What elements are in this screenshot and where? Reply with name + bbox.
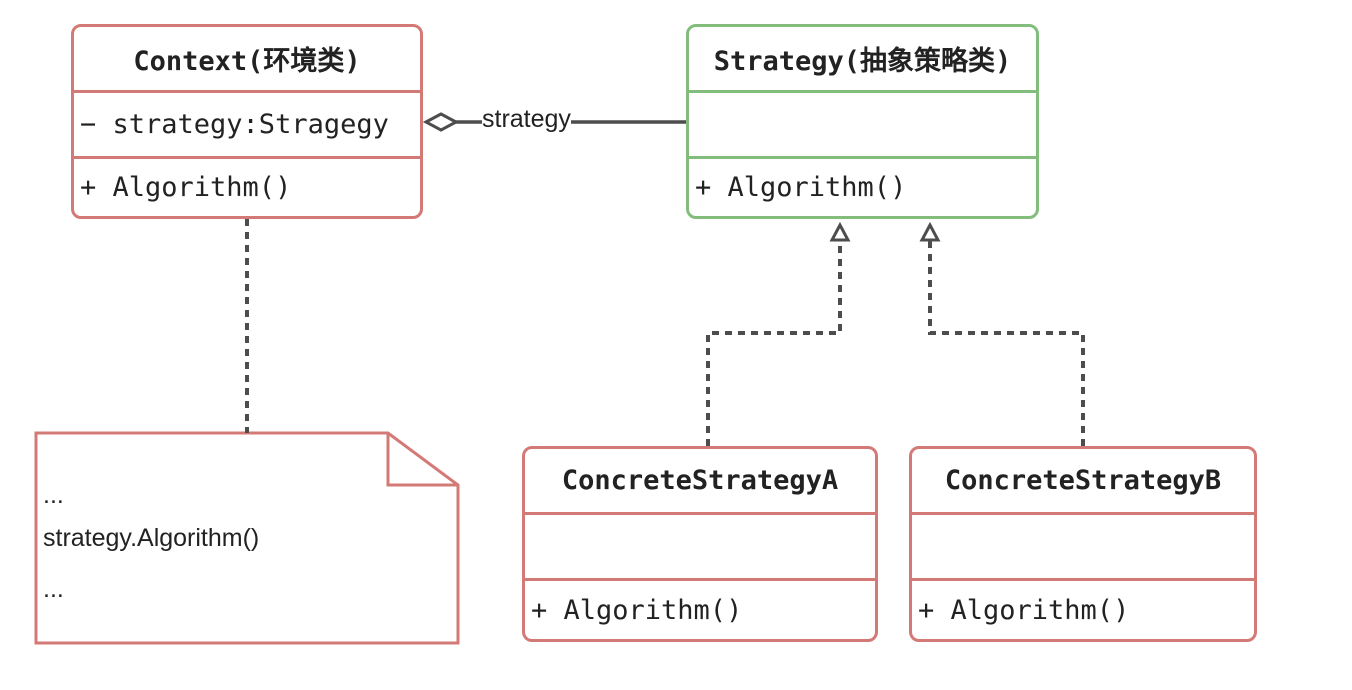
realization-arrow-a-icon xyxy=(829,221,851,242)
note-line-2: strategy.Algorithm() xyxy=(43,524,260,552)
class-method: + Algorithm() xyxy=(689,156,1036,216)
realization-arrow-b-icon xyxy=(919,221,941,242)
aggregation-diamond-icon xyxy=(422,112,460,132)
class-title: Context(环境类) xyxy=(133,46,361,77)
note-shape xyxy=(34,431,460,645)
association-label: strategy xyxy=(482,105,571,134)
strategy-class[interactable]: Strategy(抽象策略类) + Algorithm() xyxy=(686,24,1039,219)
note-line-3: ... xyxy=(43,575,64,603)
class-method: + Algorithm() xyxy=(912,578,1254,639)
realization-line-a xyxy=(706,240,842,446)
note-fold xyxy=(386,433,458,487)
class-attributes-empty xyxy=(912,512,1254,578)
concrete-strategy-a-class[interactable]: ConcreteStrategyA + Algorithm() xyxy=(522,446,878,642)
realization-line-b xyxy=(928,240,1085,446)
class-title: ConcreteStrategyB xyxy=(944,465,1222,496)
class-attributes-empty xyxy=(689,90,1036,156)
class-attribute: − strategy:Stragegy xyxy=(74,90,420,156)
concrete-strategy-b-class[interactable]: ConcreteStrategyB + Algorithm() xyxy=(909,446,1257,642)
note-line-1: ... xyxy=(43,481,64,509)
class-method: + Algorithm() xyxy=(74,156,420,216)
context-class[interactable]: Context(环境类) − strategy:Stragegy + Algor… xyxy=(71,24,423,219)
class-method: + Algorithm() xyxy=(525,578,875,639)
class-title: ConcreteStrategyA xyxy=(561,465,839,496)
class-title: Strategy(抽象策略类) xyxy=(713,46,1012,77)
class-attributes-empty xyxy=(525,512,875,578)
